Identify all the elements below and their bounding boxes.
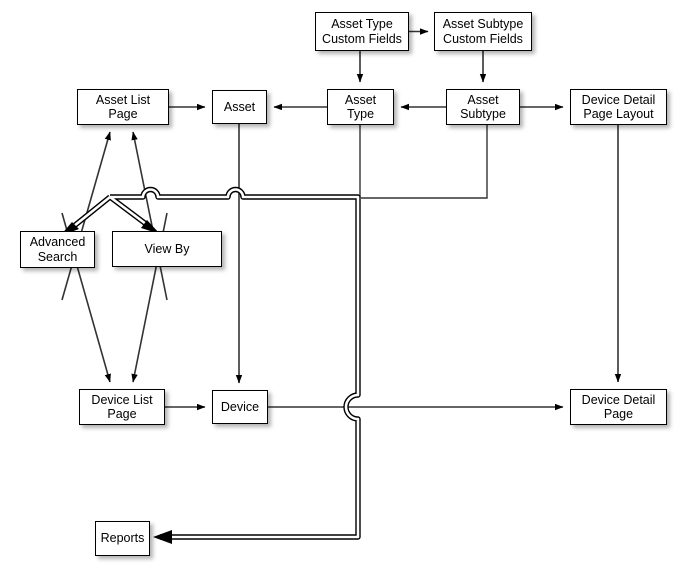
- edge-asset-subtype-down-left: [361, 125, 488, 199]
- node-asset-list-page[interactable]: Asset List Page: [77, 89, 169, 125]
- node-device-list-page[interactable]: Device List Page: [79, 389, 165, 425]
- bus-branch-view-by-core: [109, 195, 147, 226]
- node-reports[interactable]: Reports: [95, 521, 150, 556]
- node-view-by[interactable]: View By: [112, 231, 222, 267]
- node-device[interactable]: Device: [212, 390, 268, 424]
- node-device-detail-page[interactable]: Device Detail Page: [570, 389, 667, 425]
- bus-arrowhead-view-by: [141, 220, 160, 234]
- node-asset-subtype[interactable]: Asset Subtype: [446, 89, 520, 125]
- edge-viewby-to-alp: [131, 131, 168, 301]
- node-advanced-search[interactable]: Advanced Search: [20, 231, 95, 268]
- node-asset-type-custom-fields[interactable]: Asset Type Custom Fields: [315, 12, 409, 51]
- node-asset-type[interactable]: Asset Type: [327, 89, 394, 125]
- node-asset[interactable]: Asset: [212, 90, 267, 124]
- node-asset-subtype-custom-fields[interactable]: Asset Subtype Custom Fields: [434, 12, 532, 51]
- bus-branch-advanced-search-core: [73, 195, 111, 228]
- node-device-detail-page-layout[interactable]: Device Detail Page Layout: [570, 89, 667, 125]
- bus-main-path-core: [110, 188, 360, 539]
- bus-arrowhead-reports: [153, 530, 172, 544]
